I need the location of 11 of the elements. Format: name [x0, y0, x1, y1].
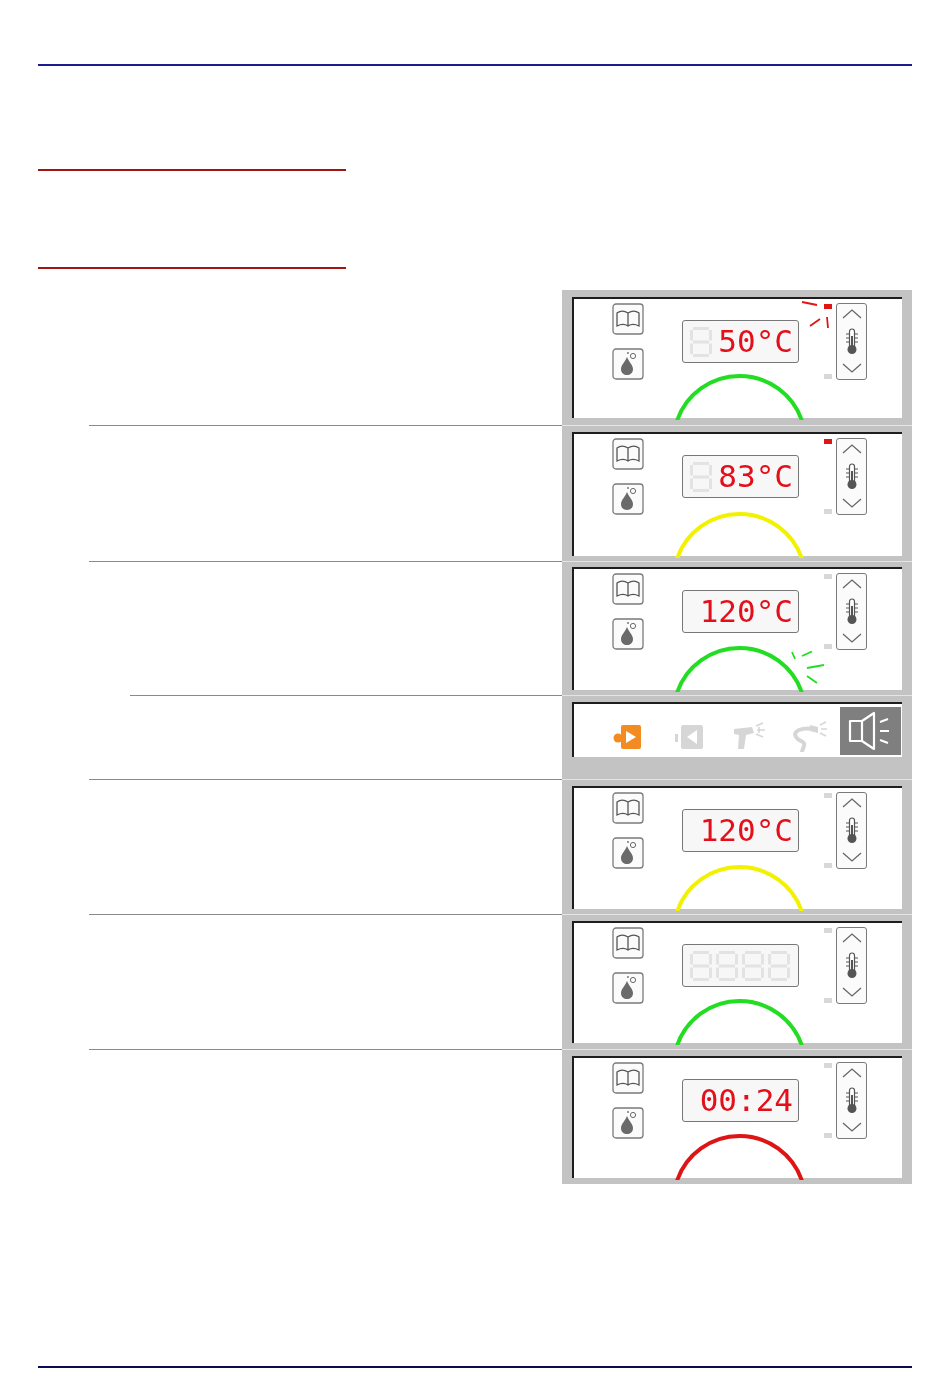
- display-reading: 120°C: [699, 595, 793, 628]
- display-reading: 50°C: [718, 325, 793, 358]
- digital-display: [682, 590, 799, 633]
- digital-display: [682, 455, 799, 498]
- digital-display: [682, 320, 799, 363]
- digital-display: [682, 944, 799, 987]
- display-reading: 00:24: [699, 1084, 793, 1117]
- display-reading: 120°C: [699, 814, 793, 847]
- display-reading: 83°C: [718, 460, 793, 493]
- digital-display: [682, 809, 799, 852]
- digital-display: [682, 1079, 799, 1122]
